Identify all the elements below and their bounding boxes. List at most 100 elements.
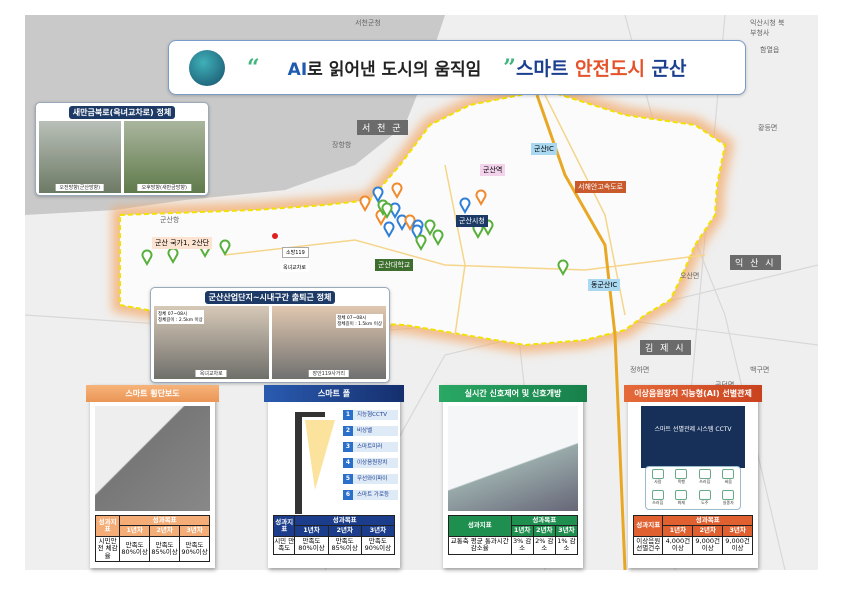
table-cell: 성과목표 — [119, 514, 210, 527]
caption: 옥녀교차로 — [195, 370, 227, 377]
panel-title: 스마트 횡단보도 — [86, 385, 219, 402]
table-cell: 1% 감소 — [554, 535, 579, 555]
photo-box-title: 군산산업단지~시내구간 출퇴근 정체 — [204, 291, 336, 304]
map-pin[interactable] — [383, 221, 395, 239]
place-label: 익산시청 북부청사 — [750, 19, 785, 37]
signal-system-diagram — [448, 406, 578, 511]
map-pin[interactable] — [372, 186, 384, 204]
event-icon: 도주 — [693, 488, 717, 509]
aerial-photo: 오후방향(새만금방향) — [123, 121, 205, 193]
table-cell: 성과지표 — [448, 515, 512, 537]
table-cell: 2년차 — [532, 525, 556, 537]
map-pin[interactable] — [359, 195, 371, 213]
table-cell: 3년차 — [554, 525, 579, 537]
event-icon: 쓰러짐 — [646, 488, 670, 509]
map-pin[interactable] — [475, 189, 487, 207]
table-cell: 교통축 평균 통과시간 감소율 — [448, 535, 512, 555]
table-cell: 1년차 — [294, 525, 329, 537]
photo-box-title: 새만금북로(옥녀교차로) 정체 — [68, 106, 176, 119]
caption: 오후방향(새만금방향) — [137, 184, 191, 191]
tag-okseo: 옥녀교차로 — [280, 263, 310, 272]
table-cell: 만족도 85%이상 — [327, 535, 362, 555]
table-cell: 시민 만족도 — [272, 535, 296, 555]
place-label: 서천군청 — [355, 19, 381, 27]
map-pin[interactable] — [219, 239, 231, 257]
gunsan-logo — [189, 49, 225, 86]
place-label: 장항항 — [332, 141, 352, 149]
tag-gunsan-ic: 군산IC — [531, 143, 557, 155]
map-pin[interactable] — [415, 234, 427, 252]
red-marker[interactable] — [272, 233, 278, 239]
table-cell: 성과목표 — [510, 514, 579, 527]
table-cell: 3% 감소 — [510, 535, 534, 555]
place-label: 정하면 — [630, 366, 650, 374]
map-pin[interactable] — [432, 229, 444, 247]
table-cell: 3년차 — [360, 525, 396, 537]
tag-highway: 서해안고속도로 — [575, 181, 627, 193]
place-label: 군산항 — [160, 216, 180, 224]
map-pin[interactable] — [424, 219, 436, 237]
caption: 장안119사거리 — [308, 370, 350, 377]
table-cell: 3년차 — [722, 525, 753, 537]
caption: 스마트 가로등 — [357, 492, 390, 498]
map-pin[interactable] — [557, 259, 569, 277]
table-cell: 성과목표 — [662, 514, 753, 527]
event-icon: 사람 — [646, 467, 670, 488]
caption: 스마트미러 — [357, 444, 383, 450]
title-banner: “ AI로 읽어낸 도시의 움직임 ” 스마트 안전도시 군산 — [168, 40, 746, 95]
map-pin[interactable] — [141, 249, 153, 267]
caption: 무선와이파이 — [357, 476, 388, 482]
close-quote: ” — [503, 54, 516, 81]
event-icon: 싸움 — [717, 467, 741, 488]
table-cell: 4,000건 이상 — [662, 535, 694, 555]
table-cell: 9,000건 이상 — [692, 535, 724, 555]
tag-station: 군산역 — [480, 164, 506, 176]
table-cell: 2년차 — [327, 525, 362, 537]
table-cell: 2년차 — [149, 525, 181, 537]
caption: 비상벨 — [357, 428, 373, 434]
table-cell: 성과지표 — [272, 515, 296, 537]
tag-industrial: 군산 국가1, 2산단 — [152, 237, 213, 249]
caption: 오전방향(군산방향) — [55, 184, 105, 191]
region-iksan: 익 산 시 — [730, 255, 781, 270]
map-pin[interactable] — [411, 224, 423, 242]
headline: AI로 읽어낸 도시의 움직임 — [287, 60, 482, 80]
map-pin[interactable] — [381, 202, 393, 220]
photo-box-okseo: 새만금북로(옥녀교차로) 정체 오전방향(군산방향) 오후방향(새만금방향) — [35, 102, 209, 196]
table-cell: 이상음원 선별건수 — [632, 535, 664, 555]
table-cell: 9,000건 이상 — [722, 535, 753, 555]
aerial-photo: 오전방향(군산방향) — [39, 121, 121, 193]
event-icon: 쓰러짐 — [693, 467, 717, 488]
table-cell: 만족도 80%이상 — [294, 535, 329, 555]
event-icon: 실종자 — [717, 488, 741, 509]
brand-title: 스마트 안전도시 군산 — [515, 58, 687, 80]
region-seocheon: 서 천 군 — [357, 120, 408, 135]
tag-univ: 군산대학교 — [375, 259, 414, 271]
panel-title: 이상음원장치 지능형(AI) 선별관제 — [624, 385, 762, 402]
event-icon: 화재 — [670, 488, 694, 509]
table-cell: 만족도 85%이상 — [149, 535, 181, 563]
table-cell: 1년차 — [662, 525, 694, 537]
panel-title: 실시간 신호제어 및 신호개방 — [439, 385, 587, 402]
table-cell: 1년차 — [510, 525, 534, 537]
caption: 이상음원장치 — [357, 460, 388, 466]
table-cell: 3년차 — [179, 525, 210, 537]
map-pin[interactable] — [391, 182, 403, 200]
table-cell: 시민안전 체감율 — [94, 535, 121, 563]
map-pin[interactable] — [459, 197, 471, 215]
